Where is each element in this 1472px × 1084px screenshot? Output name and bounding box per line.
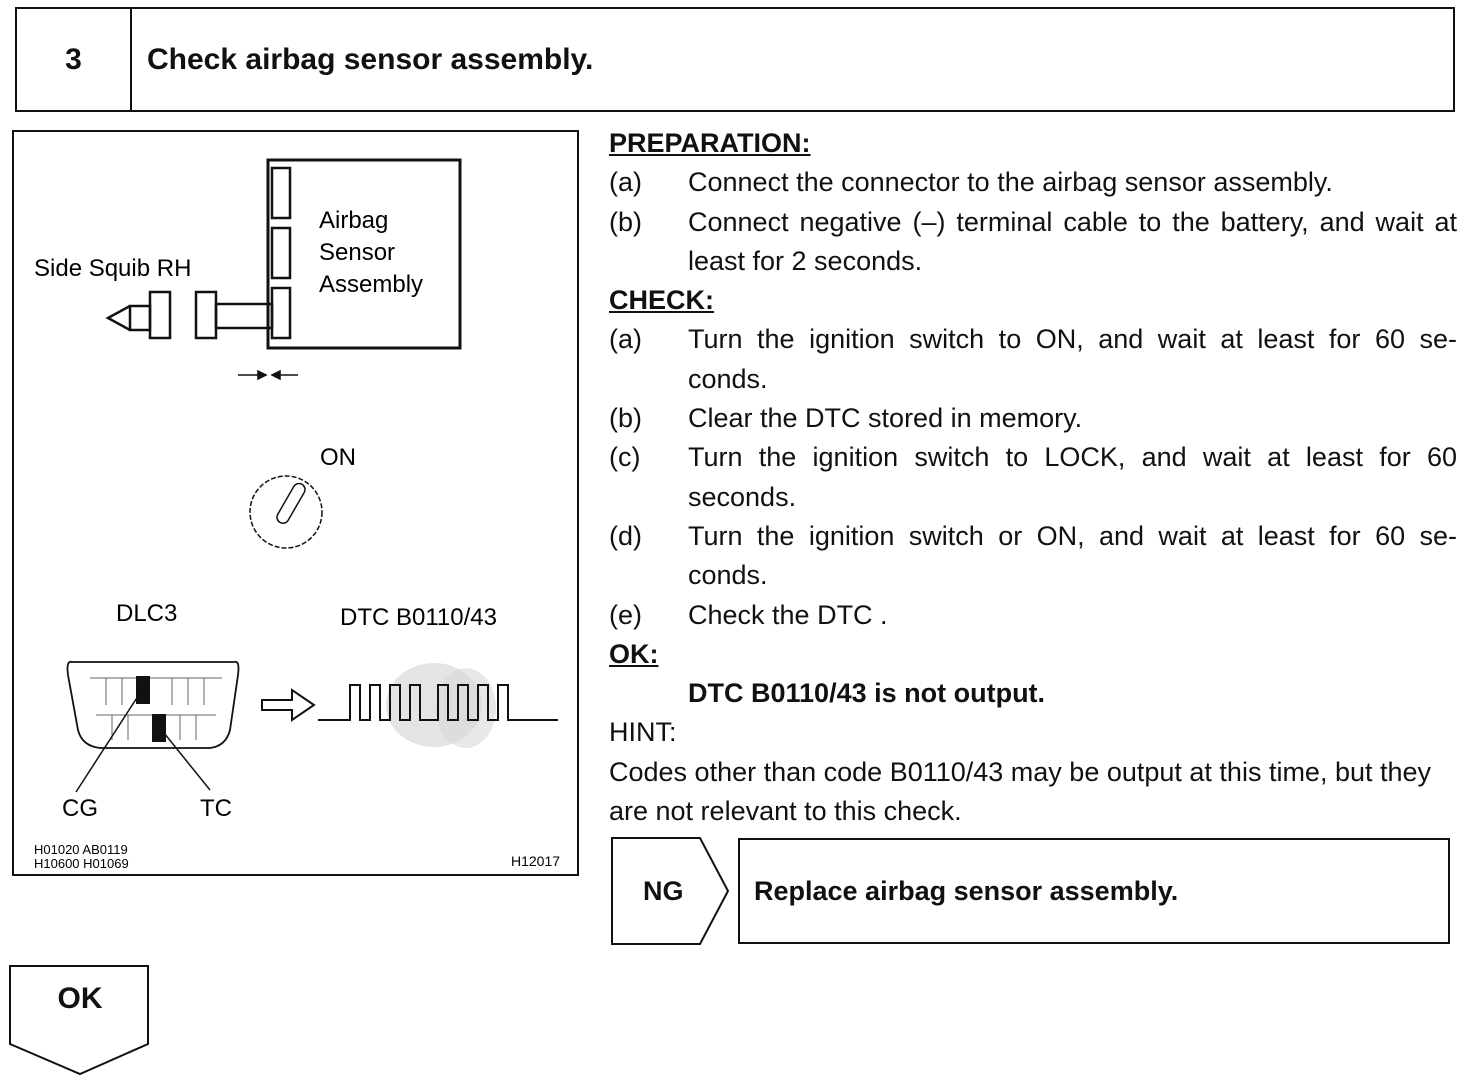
item-label: (a) — [609, 167, 642, 198]
airbag-label-2: Sensor — [319, 239, 395, 266]
list-item: (d) Turn the ignition switch or ON, and … — [609, 517, 1457, 596]
ok-tab: OK — [8, 964, 152, 1078]
ref-code-1: H01020 AB0119 — [34, 842, 128, 857]
item-label: (d) — [609, 520, 642, 551]
dtc-label: DTC B0110/43 — [340, 604, 497, 631]
side-squib-label: Side Squib RH — [34, 255, 191, 282]
airbag-label-3: Assembly — [319, 271, 423, 298]
diagram-figure: Airbag Sensor Assembly Side Squib RH ON … — [12, 130, 579, 876]
dlc3-connector-icon — [66, 660, 240, 749]
tc-leader — [159, 727, 211, 791]
dtc-waveform — [318, 684, 558, 721]
waveform-shading — [386, 663, 496, 748]
item-text: Turn the ignition switch to LOCK, and wa… — [688, 442, 1457, 512]
ref-code-3: H12017 — [511, 853, 560, 869]
list-item: (b) Connect negative (–) terminal cable … — [609, 203, 1457, 282]
list-item: (b) Clear the DTC stored in memory. — [609, 399, 1457, 438]
cg-label: CG — [62, 795, 98, 822]
ng-action: Replace airbag sensor assembly. — [738, 838, 1450, 944]
connect-arrows-icon — [238, 369, 298, 381]
list-item: (a) Turn the ignition switch to ON, and … — [609, 320, 1457, 399]
item-text: Connect the connector to the airbag sens… — [688, 167, 1333, 198]
ng-row: NG Replace airbag sensor assembly. — [610, 836, 1452, 946]
item-label: (a) — [609, 324, 642, 355]
ref-code-2: H10600 H01069 — [34, 856, 129, 871]
step-number: 3 — [17, 9, 132, 110]
ignition-switch-icon — [249, 475, 323, 549]
item-text: Connect negative (–) terminal cable to t… — [688, 206, 1457, 276]
ng-arrow-shape — [611, 837, 730, 945]
item-text: Turn the ignition switch to ON, and wait… — [688, 324, 1457, 394]
side-squib-connector — [105, 290, 274, 340]
cg-leader — [75, 689, 143, 793]
instructions: PREPARATION: (a) Connect the connector t… — [609, 124, 1457, 831]
hint-text: Codes other than code B0110/43 may be ou… — [609, 756, 1432, 827]
hint-heading: HINT: — [609, 717, 677, 748]
item-text: Check the DTC . — [688, 599, 888, 630]
item-label: (b) — [609, 403, 642, 434]
item-text: Turn the ignition switch or ON, and wait… — [688, 520, 1457, 591]
airbag-label-1: Airbag — [319, 207, 388, 234]
tc-label: TC — [200, 795, 232, 822]
item-label: (c) — [609, 442, 641, 473]
list-item: (c) Turn the ignition switch to LOCK, an… — [609, 438, 1457, 517]
preparation-heading: PREPARATION: — [609, 128, 811, 158]
step-title: Check airbag sensor assembly. — [147, 42, 594, 76]
right-arrow-icon — [261, 688, 316, 722]
ok-arrow-shape — [9, 965, 149, 1076]
step-header: 3 Check airbag sensor assembly. — [15, 7, 1455, 112]
list-item: (a) Connect the connector to the airbag … — [609, 163, 1457, 202]
item-text: Clear the DTC stored in memory. — [688, 403, 1083, 434]
ng-label: NG — [643, 875, 684, 906]
item-label: (e) — [609, 599, 642, 630]
ok-result: DTC B0110/43 is not output. — [688, 678, 1046, 709]
dlc3-label: DLC3 — [116, 600, 177, 627]
ok-label: OK — [57, 982, 103, 1015]
figure-border — [12, 130, 579, 876]
ok-heading: OK: — [609, 638, 659, 669]
on-label: ON — [320, 444, 356, 471]
item-label: (b) — [609, 206, 642, 237]
list-item: (e) Check the DTC . — [609, 596, 1457, 635]
check-heading: CHECK: — [609, 285, 714, 316]
